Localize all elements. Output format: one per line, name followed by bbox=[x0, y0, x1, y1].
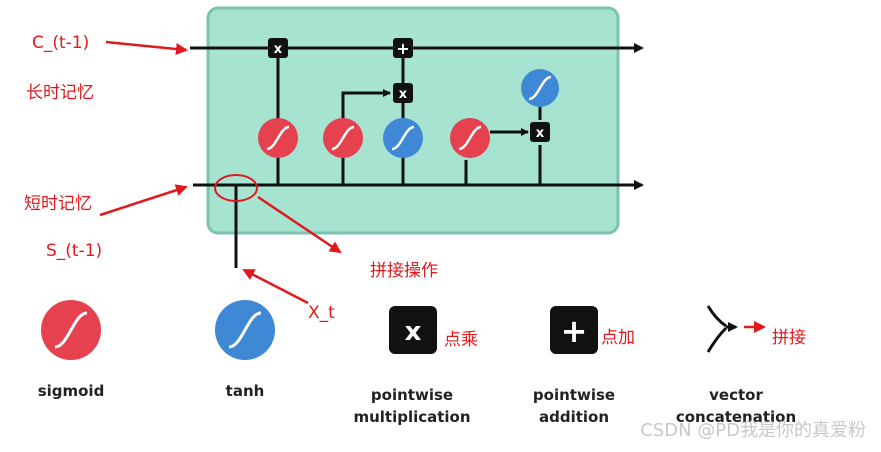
add-note-label: 点加 bbox=[601, 328, 635, 348]
legend-add-line2: addition bbox=[539, 408, 609, 426]
sigmoid-gate-output bbox=[450, 118, 490, 158]
tanh-gate-candidate bbox=[383, 118, 423, 158]
svg-text:+: + bbox=[561, 312, 588, 350]
watermark: CSDN @PD我是你的真爱粉 bbox=[640, 420, 866, 441]
annotation-arrows bbox=[99, 40, 766, 333]
sigmoid-curve-icon bbox=[41, 300, 101, 360]
concat-op-label: 拼接操作 bbox=[370, 261, 438, 281]
multiply-op-forget: x bbox=[268, 38, 288, 58]
legend-concat-line2: concatenation bbox=[676, 408, 796, 426]
multiply-icon: x bbox=[389, 306, 437, 354]
legend-mult-line2: multiplication bbox=[353, 408, 470, 426]
vector-concatenation-icon bbox=[706, 305, 738, 353]
multiply-op-input: x bbox=[393, 83, 413, 103]
legend-concat-line1: vector bbox=[709, 386, 763, 404]
legend-add-line1: pointwise bbox=[533, 386, 615, 404]
short-memory-label: 短时记忆 bbox=[24, 194, 92, 214]
svg-text:x: x bbox=[399, 87, 408, 102]
mult-note-label: 点乘 bbox=[444, 330, 478, 350]
svg-text:x: x bbox=[536, 126, 545, 141]
tanh-curve-icon bbox=[215, 300, 275, 360]
lstm-cell bbox=[206, 6, 620, 235]
legend-pointwise-addition: + pointwise addition bbox=[533, 306, 615, 426]
long-memory-label: 长时记忆 bbox=[26, 83, 94, 103]
sigmoid-gate-forget bbox=[258, 118, 298, 158]
c-prev-label: C_(t-1) bbox=[32, 33, 89, 53]
plus-icon: + bbox=[550, 306, 598, 354]
legend-pointwise-multiplication: x pointwise multiplication bbox=[353, 306, 471, 426]
svg-text:+: + bbox=[396, 39, 409, 58]
legend-tanh: tanh bbox=[215, 300, 275, 400]
legend-tanh-label: tanh bbox=[226, 382, 265, 400]
legend-sigmoid: sigmoid bbox=[38, 300, 105, 400]
concat-note-label: 拼接 bbox=[772, 328, 806, 348]
legend-mult-line1: pointwise bbox=[371, 386, 453, 404]
add-op-cell: + bbox=[393, 38, 413, 58]
svg-text:x: x bbox=[274, 42, 283, 57]
multiply-op-output: x bbox=[530, 122, 550, 142]
sigmoid-gate-input bbox=[323, 118, 363, 158]
svg-text:x: x bbox=[405, 317, 422, 347]
x-t-label: X_t bbox=[308, 303, 335, 323]
legend-vector-concatenation: vector concatenation bbox=[676, 305, 796, 426]
tanh-gate-output bbox=[521, 69, 559, 107]
legend-sigmoid-label: sigmoid bbox=[38, 382, 105, 400]
concat-highlight-ellipse bbox=[214, 174, 258, 202]
s-prev-label: S_(t-1) bbox=[46, 241, 102, 261]
